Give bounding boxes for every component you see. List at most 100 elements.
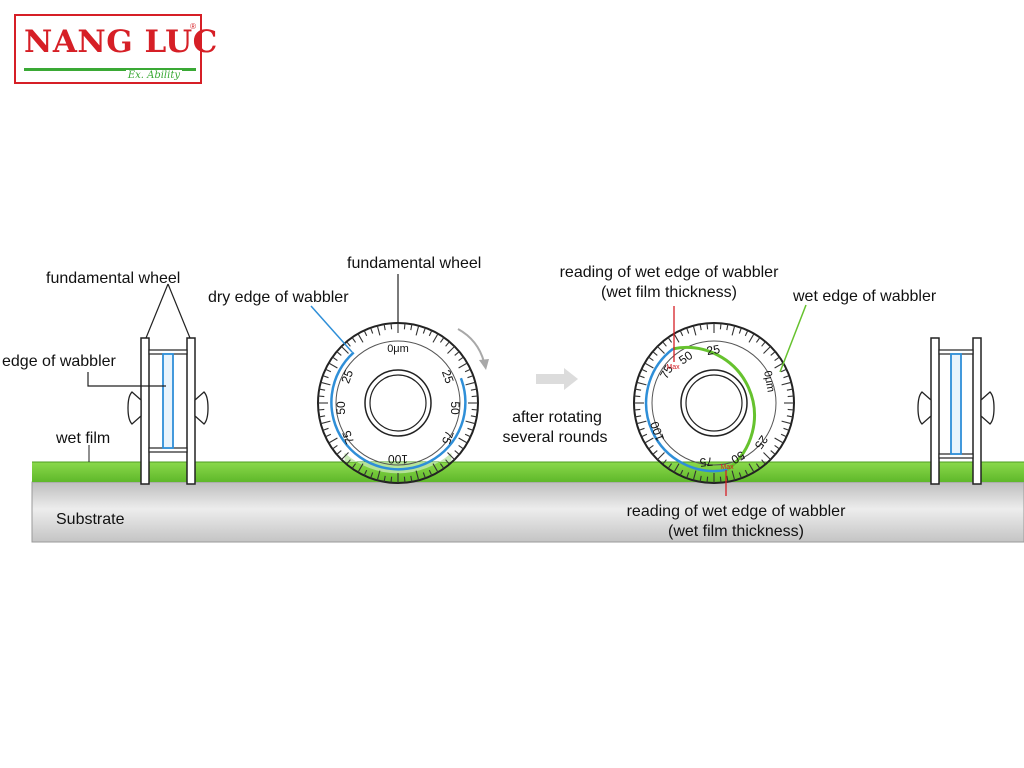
scale-tick [318, 408, 325, 411]
right-dial: 0μm 25 50 75 100 75 50 25 Max Max [633, 322, 795, 484]
scale-tick [763, 346, 771, 354]
scale-tick [432, 463, 439, 473]
scale-tick [467, 375, 474, 379]
logo-registered-mark: ® [190, 22, 196, 31]
dial-left-scale-75-left: 75 [339, 428, 357, 446]
scale-tick [428, 469, 433, 476]
scale-tick [641, 433, 648, 438]
scale-tick [390, 323, 393, 330]
scale-tick [403, 323, 406, 330]
scale-tick [719, 476, 722, 483]
center-dial: 0μm 25 50 75 25 50 75 100 [317, 322, 479, 484]
scale-tick [679, 330, 684, 337]
scale-tick [376, 325, 381, 336]
logo-underline [24, 68, 196, 71]
scale-tick [719, 323, 722, 330]
scale-tick [470, 415, 477, 418]
scale-tick [351, 463, 357, 469]
left-gauge-side-view [127, 337, 209, 485]
scale-tick [786, 388, 793, 391]
process-arrow-icon [536, 368, 578, 390]
scale-tick [652, 450, 658, 455]
scale-tick [748, 333, 755, 343]
scale-tick [774, 356, 780, 362]
scale-tick [638, 427, 645, 431]
scale-tick [325, 433, 332, 438]
scale-tick [458, 356, 464, 362]
right-gauge-side-view [917, 337, 995, 485]
scale-tick [748, 463, 755, 473]
scale-tick [731, 470, 736, 481]
scale-tick [786, 415, 793, 418]
scale-tick [465, 420, 476, 425]
scale-tick [648, 356, 654, 362]
scale-tick [787, 395, 794, 398]
scale-tick [346, 341, 351, 347]
scale-tick [699, 324, 702, 331]
wabbler-edge-left [162, 353, 174, 449]
scale-tick [370, 472, 374, 479]
scale-tick [328, 437, 338, 444]
scale-tick [679, 469, 684, 476]
scale-tick [662, 459, 667, 465]
scale-tick [738, 327, 742, 334]
scale-tick [657, 452, 665, 460]
scale-tick [422, 472, 426, 479]
scale-tick [363, 469, 368, 476]
scale-tick [763, 452, 771, 460]
scale-tick [667, 463, 673, 469]
scale-tick [755, 337, 761, 343]
scale-tick [357, 333, 364, 343]
label-reading-top-line2: (wet film thickness) [601, 284, 737, 301]
dial-left-scale-75-right: 75 [439, 429, 457, 447]
scale-tick [458, 437, 468, 444]
scale-tick [726, 475, 729, 482]
scale-tick [686, 472, 690, 479]
label-left-edge-of-wabbler: edge of wabbler [2, 353, 117, 370]
label-reading-bottom-line1: reading of wet edge of wabbler [627, 503, 846, 520]
label-several-rounds: several rounds [503, 429, 608, 446]
dial-left-scale-25-left: 25 [338, 368, 356, 386]
scale-tick [783, 375, 790, 379]
scale-tick [781, 381, 792, 386]
scale-tick [634, 395, 641, 398]
scale-tick [357, 463, 364, 473]
scale-tick [415, 470, 420, 481]
scale-tick [447, 346, 455, 354]
label-reading-top-line1: reading of wet edge of wabbler [560, 264, 779, 281]
scale-tick [336, 450, 342, 455]
label-wet-edge: wet edge of wabbler [792, 288, 937, 305]
scale-tick [657, 346, 665, 354]
scale-tick [432, 333, 439, 343]
scale-tick [667, 337, 673, 343]
scale-tick [635, 388, 642, 391]
scale-tick [447, 452, 455, 460]
scale-tick [439, 463, 445, 469]
scale-tick [383, 475, 386, 482]
scale-tick [638, 375, 645, 379]
scale-tick [336, 351, 342, 356]
scale-tick [644, 437, 654, 444]
dial-left-scale-25-right: 25 [439, 368, 457, 386]
scale-tick [351, 337, 357, 343]
scale-tick [686, 327, 690, 334]
scale-tick [636, 420, 647, 425]
scale-tick [319, 415, 326, 418]
scale-tick [761, 459, 766, 465]
scale-tick [464, 433, 471, 438]
max-marker-bottom: Max [720, 464, 734, 471]
scale-tick [634, 408, 641, 411]
dial-left-unit: 0μm [387, 343, 409, 355]
scale-tick [738, 472, 742, 479]
wet-film-layer [32, 462, 1024, 482]
logo-brand-text: NANG LUC [24, 24, 218, 60]
scale-tick [319, 388, 326, 391]
dial-right-scale-50-lower: 50 [728, 448, 747, 467]
scale-tick [320, 381, 331, 386]
scale-tick [422, 327, 426, 334]
scale-tick [652, 351, 658, 356]
scale-tick [341, 346, 349, 354]
substrate-bar [31, 481, 1024, 543]
scale-tick [706, 476, 709, 483]
